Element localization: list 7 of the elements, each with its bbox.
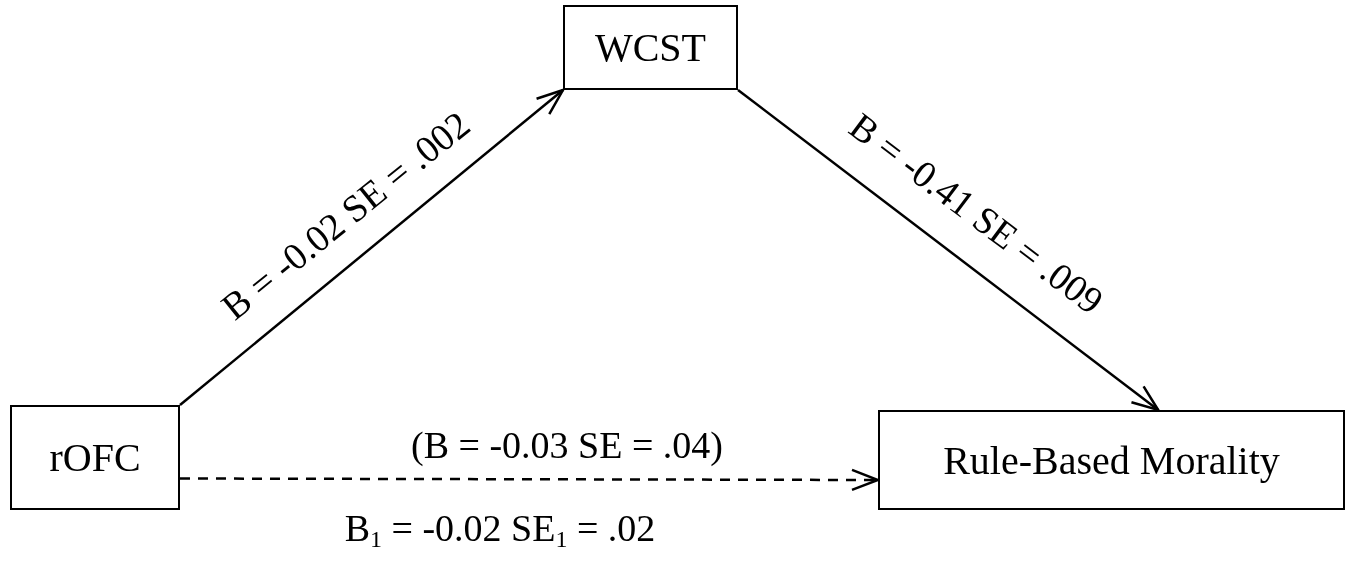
arrow <box>179 88 565 406</box>
arrow <box>737 89 1160 412</box>
variable-box: WCST <box>563 5 738 90</box>
coefficient-note: B$_{1}$ = -0.02 SE$_{1}$ = .02 <box>344 508 656 553</box>
variable-box: rOFC <box>10 405 180 510</box>
variable-box: Rule-Based Morality <box>878 410 1345 510</box>
arrow <box>180 468 880 492</box>
